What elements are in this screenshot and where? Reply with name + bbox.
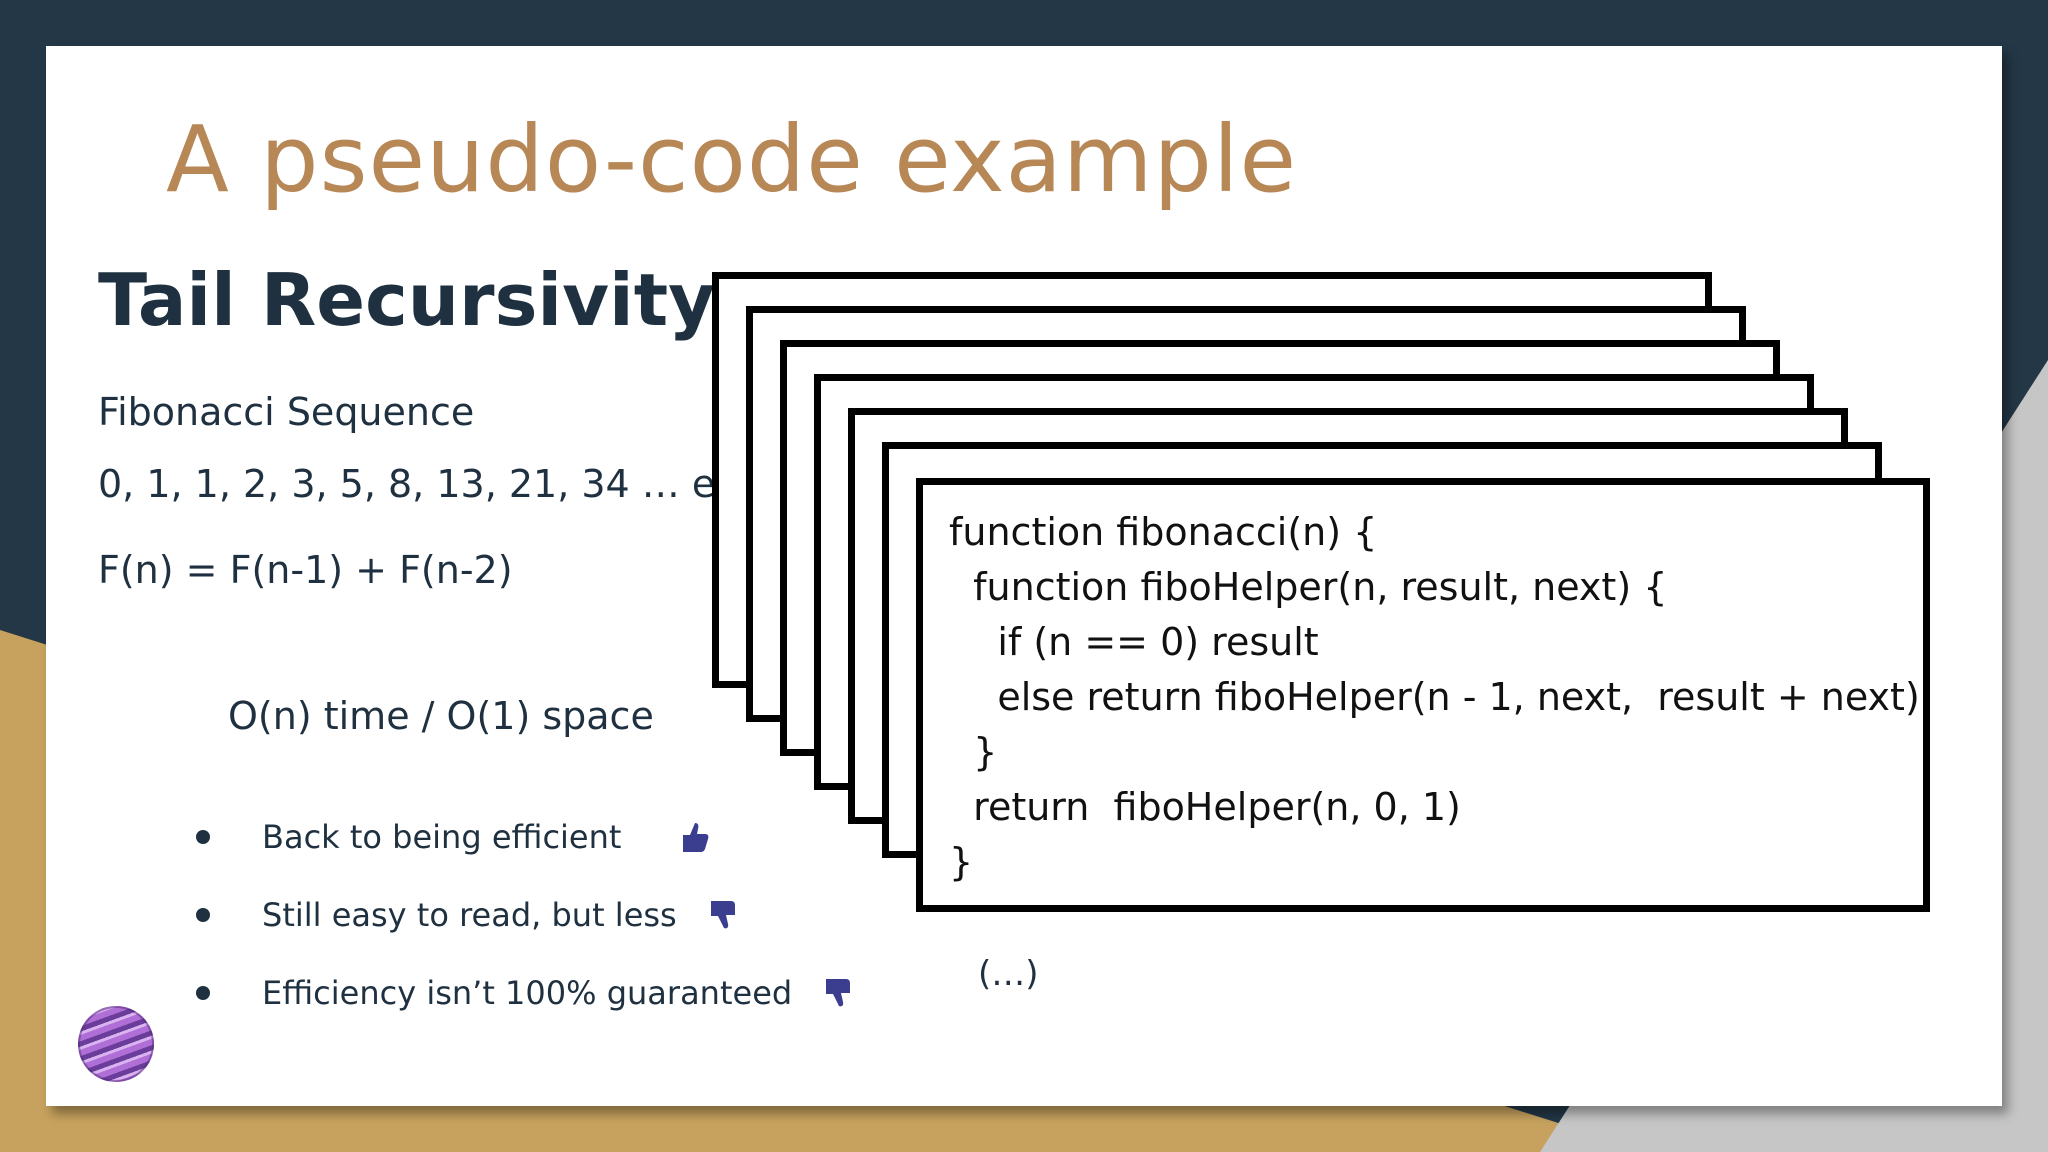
bullet-item: Back to being efficient	[196, 798, 856, 876]
code-frame: function fibonacci(n) { function fiboHel…	[916, 478, 1930, 912]
complexity-label: O(n) time / O(1) space	[228, 694, 654, 738]
bullet-dot	[196, 986, 210, 1000]
thumbs-down-icon	[826, 979, 851, 1007]
bullet-dot	[196, 830, 210, 844]
formula: F(n) = F(n-1) + F(n-2)	[98, 548, 513, 592]
bullet-list: Back to being efficient Still easy to re…	[196, 798, 856, 1032]
slide-title: A pseudo-code example	[166, 106, 1298, 213]
ellipsis-label: (…)	[978, 954, 1039, 994]
bullet-text: Back to being efficient	[262, 818, 622, 856]
code-block: function fibonacci(n) { function fiboHel…	[949, 510, 1920, 884]
thumbs-down-icon	[710, 901, 735, 929]
sequence-values: 0, 1, 1, 2, 3, 5, 8, 13, 21, 34 … etc	[98, 462, 752, 506]
bullet-item: Efficiency isn’t 100% guaranteed	[196, 954, 856, 1032]
logo-icon	[78, 1006, 154, 1082]
thumbs-up-icon	[683, 823, 709, 852]
slide-subtitle: Tail Recursivity	[98, 258, 716, 342]
sequence-label: Fibonacci Sequence	[98, 390, 475, 434]
bullet-dot	[196, 908, 210, 922]
bullet-text: Still easy to read, but less	[262, 896, 677, 934]
slide: A pseudo-code example Tail Recursivity F…	[46, 46, 2002, 1106]
bullet-text: Efficiency isn’t 100% guaranteed	[262, 974, 793, 1012]
bullet-item: Still easy to read, but less	[196, 876, 856, 954]
